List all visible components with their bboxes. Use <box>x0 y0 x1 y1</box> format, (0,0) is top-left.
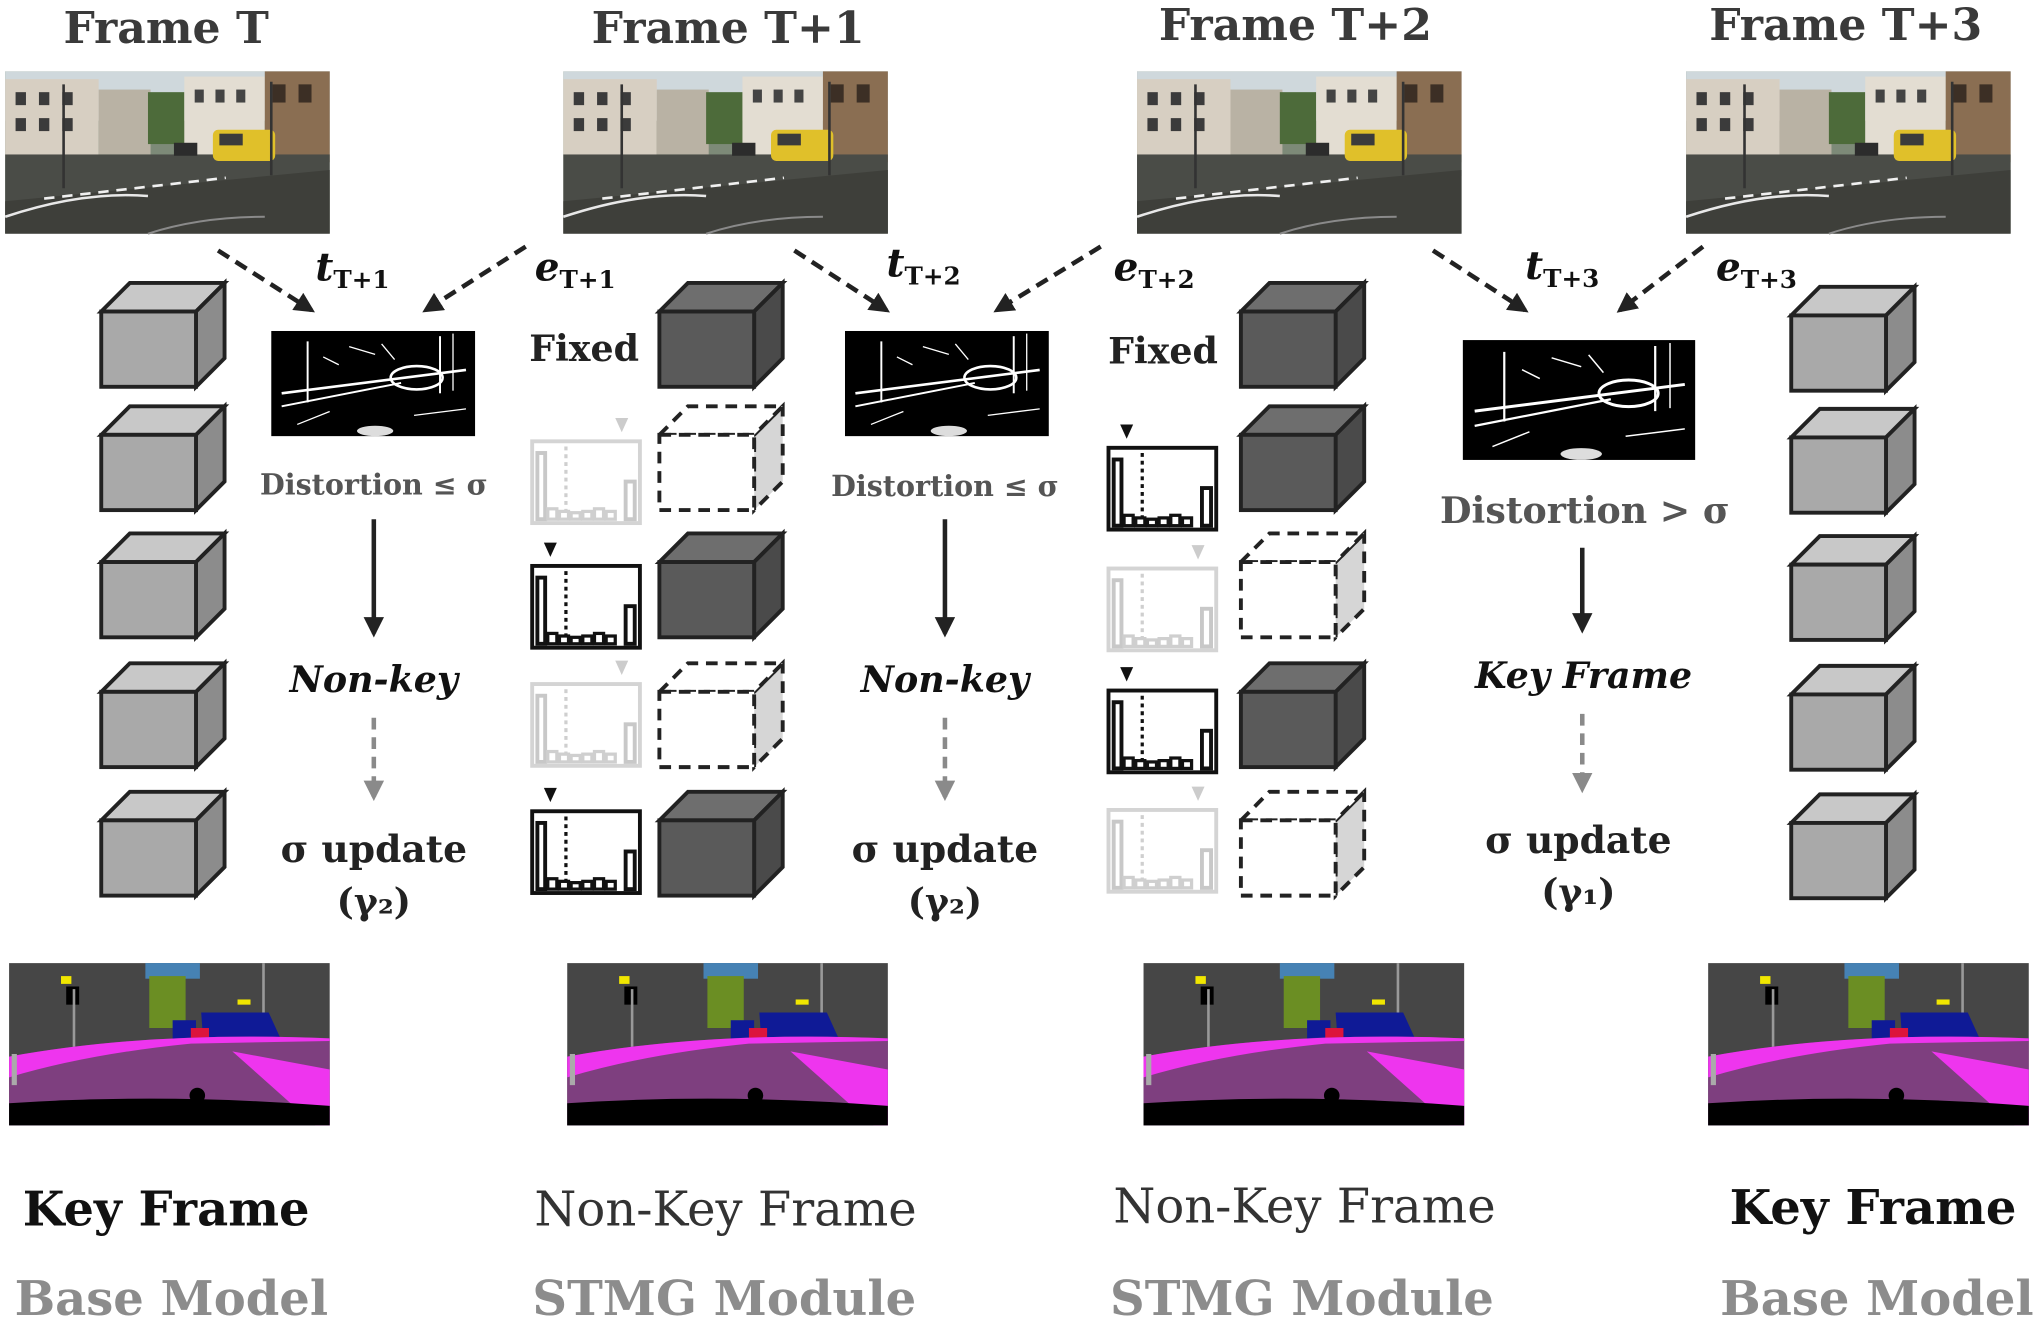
t-label: tT+2 <box>887 240 961 290</box>
segmentation-map <box>1142 961 1466 1127</box>
e-label: eT+2 <box>1114 244 1195 294</box>
edge-arrow <box>1616 244 1705 313</box>
histogram <box>1106 422 1219 532</box>
frame-title: Frame T <box>63 3 269 54</box>
temporal-arrow <box>216 248 315 313</box>
feature-cube <box>1238 404 1367 513</box>
frame-kind-label: Key Frame <box>23 1181 310 1237</box>
feature-cube <box>99 281 227 389</box>
segmentation-map <box>7 961 331 1127</box>
feature-cube <box>1238 281 1367 389</box>
distortion-map <box>269 329 477 438</box>
sigma-update-label: σ update <box>852 827 1039 871</box>
decision-label: Key Frame <box>1474 654 1692 697</box>
distortion-map <box>843 329 1051 438</box>
t-label: tT+3 <box>1525 243 1599 293</box>
skipped-cube <box>657 404 785 513</box>
street-photo <box>1135 70 1463 235</box>
module-label: Base Model <box>15 1271 329 1327</box>
frame-title: Frame T+3 <box>1709 0 1982 51</box>
feature-cube <box>1789 284 1917 393</box>
sigma-update-label: σ update <box>281 827 468 871</box>
e-label: eT+3 <box>1716 244 1797 294</box>
fixed-label: Fixed <box>1108 329 1218 372</box>
gamma-label: (γ₁) <box>1541 871 1615 914</box>
module-label: Base Model <box>1720 1271 2034 1327</box>
feature-cube <box>1789 663 1917 772</box>
edge-arrow <box>422 244 527 313</box>
feature-cube <box>657 789 785 898</box>
histogram <box>1106 665 1219 775</box>
feature-cube <box>1789 792 1917 901</box>
skipped-cube <box>1238 531 1367 640</box>
feature-cube <box>1238 661 1367 770</box>
distortion-label: Distortion > σ <box>1440 489 1730 532</box>
frame-title: Frame T+1 <box>592 3 865 54</box>
street-photo <box>1684 70 2012 235</box>
fixed-label: Fixed <box>529 327 639 370</box>
street-photo <box>562 70 890 235</box>
histogram <box>530 540 642 650</box>
frame-title: Frame T+2 <box>1159 0 1432 51</box>
column-frame-t2: Frame T+2 tT+2 eT+2 Distortion ≤ σ Non-k… <box>793 0 1496 1327</box>
feature-cube <box>99 531 227 640</box>
temporal-arrow <box>1431 248 1529 313</box>
temporal-arrow <box>793 248 890 313</box>
feature-cube <box>1789 406 1917 515</box>
feature-cube <box>99 789 227 898</box>
histogram <box>530 658 642 768</box>
stmg-histograms <box>1106 422 1219 894</box>
street-photo <box>3 70 331 235</box>
histogram <box>530 785 642 895</box>
stmg-stack <box>657 281 785 898</box>
module-label: STMG Module <box>1110 1271 1494 1327</box>
feature-cube <box>657 281 785 389</box>
module-label: STMG Module <box>532 1271 916 1327</box>
skipped-cube <box>1238 789 1367 898</box>
skipped-cube <box>657 661 785 770</box>
column-frame-t1: Frame T+1 tT+1 eT+1 Distortion ≤ σ Non-k… <box>216 3 917 1327</box>
distortion-label: Distortion ≤ σ <box>260 468 488 502</box>
column-frame-t: Frame T Key Frame Base Model <box>3 3 331 1327</box>
sigma-update-label: σ update <box>1485 818 1672 862</box>
distortion-label: Distortion ≤ σ <box>831 469 1059 503</box>
frame-kind-label: Non-Key Frame <box>534 1181 916 1237</box>
stmg-histograms <box>530 416 642 895</box>
segmentation-map <box>1706 961 2031 1127</box>
decision-label: Non-key <box>860 658 1032 701</box>
edge-arrow <box>993 244 1102 313</box>
histogram <box>1106 543 1219 653</box>
t-label: tT+1 <box>315 244 389 294</box>
base-model-stack <box>99 281 227 898</box>
feature-cube <box>657 531 785 640</box>
segmentation-map <box>565 961 890 1127</box>
histogram <box>1106 784 1219 894</box>
feature-cube <box>99 661 227 770</box>
stmg-stack <box>1238 281 1367 898</box>
column-frame-t3: Frame T+3 tT+3 eT+3 Distortion > σ Key F… <box>1431 0 2034 1327</box>
decision-label: Non-key <box>289 658 461 701</box>
base-model-stack <box>1789 284 1917 901</box>
frame-kind-label: Key Frame <box>1730 1180 2017 1236</box>
e-label: eT+1 <box>535 244 616 294</box>
frame-kind-label: Non-Key Frame <box>1113 1179 1495 1235</box>
feature-cube <box>99 404 227 513</box>
histogram <box>530 416 642 526</box>
distortion-map <box>1461 338 1697 462</box>
gamma-label: (γ₂) <box>337 880 411 923</box>
feature-cube <box>1789 534 1917 642</box>
gamma-label: (γ₂) <box>908 880 982 923</box>
